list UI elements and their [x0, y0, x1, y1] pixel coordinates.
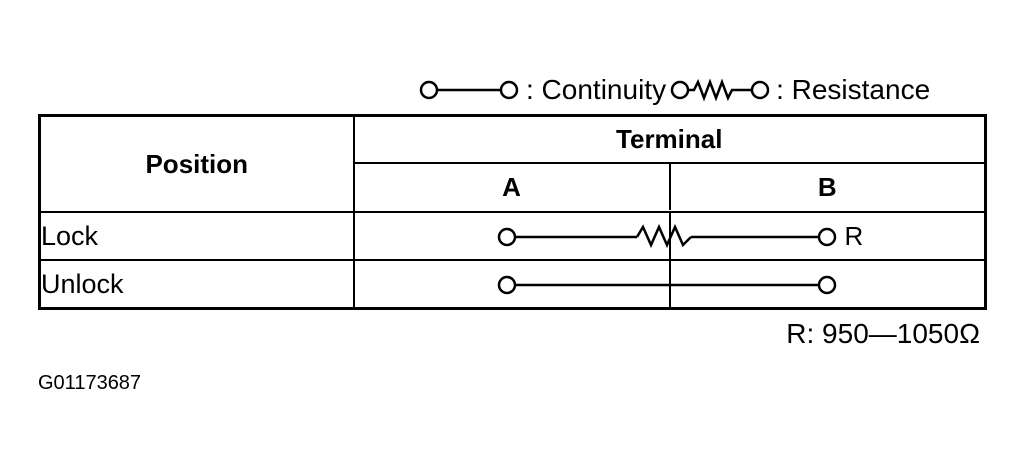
- resistance-range-note: R: 950—1050Ω: [786, 318, 980, 349]
- continuity-label: : Continuity: [526, 74, 667, 105]
- continuity-connection-icon: [497, 275, 836, 295]
- terminal-header: Terminal: [352, 114, 987, 164]
- position-lock-cell: Lock: [38, 211, 355, 261]
- terminal-b-header: B: [817, 171, 837, 202]
- continuity-symbol-icon: [419, 80, 519, 100]
- figure-code: G01173687: [38, 372, 142, 394]
- resistance-label: : Resistance: [776, 74, 931, 105]
- terminal-a-header: A: [355, 164, 671, 211]
- lock-connection-cell: R: [352, 211, 987, 261]
- resistance-connection-icon: [497, 223, 836, 249]
- connection-table-wrapper: Position Terminal A B Lock: [38, 114, 987, 310]
- position-header: Position: [38, 114, 355, 213]
- legend: : Continuity : Resistance: [418, 70, 934, 110]
- unlock-connection-cell: [352, 259, 987, 310]
- table-row: Lock R: [38, 211, 987, 261]
- position-unlock-cell: Unlock: [38, 259, 355, 310]
- connection-table: Position Terminal A B Lock: [38, 114, 987, 310]
- resistance-r-label: R: [844, 221, 864, 251]
- table-row: Unlock: [38, 259, 987, 310]
- resistance-symbol-icon: [670, 78, 770, 102]
